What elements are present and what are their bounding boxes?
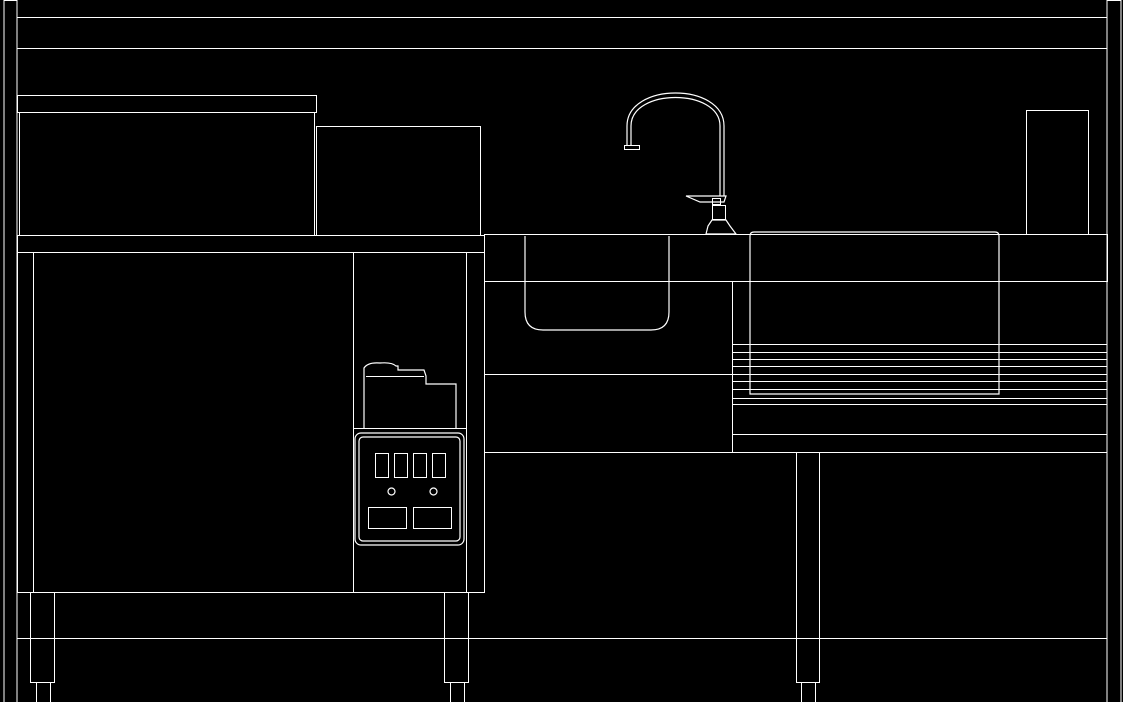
control-panel-knobs: [387, 487, 438, 496]
control-panel-switches: [375, 453, 446, 478]
control-panel: [354, 432, 465, 546]
top-shelf: [17, 17, 1107, 49]
right-container: [1026, 110, 1089, 235]
faucet: [624, 92, 738, 235]
control-panel-displays: [368, 507, 452, 529]
frame-post-right: [1106, 0, 1122, 702]
sink-bowl-small: [524, 236, 670, 331]
pipe-lines: [732, 344, 1107, 435]
backsplash-panel: [484, 234, 1108, 453]
sink-bowl-large: [749, 231, 1000, 395]
stacked-items: [363, 362, 457, 428]
legs: [30, 452, 820, 702]
